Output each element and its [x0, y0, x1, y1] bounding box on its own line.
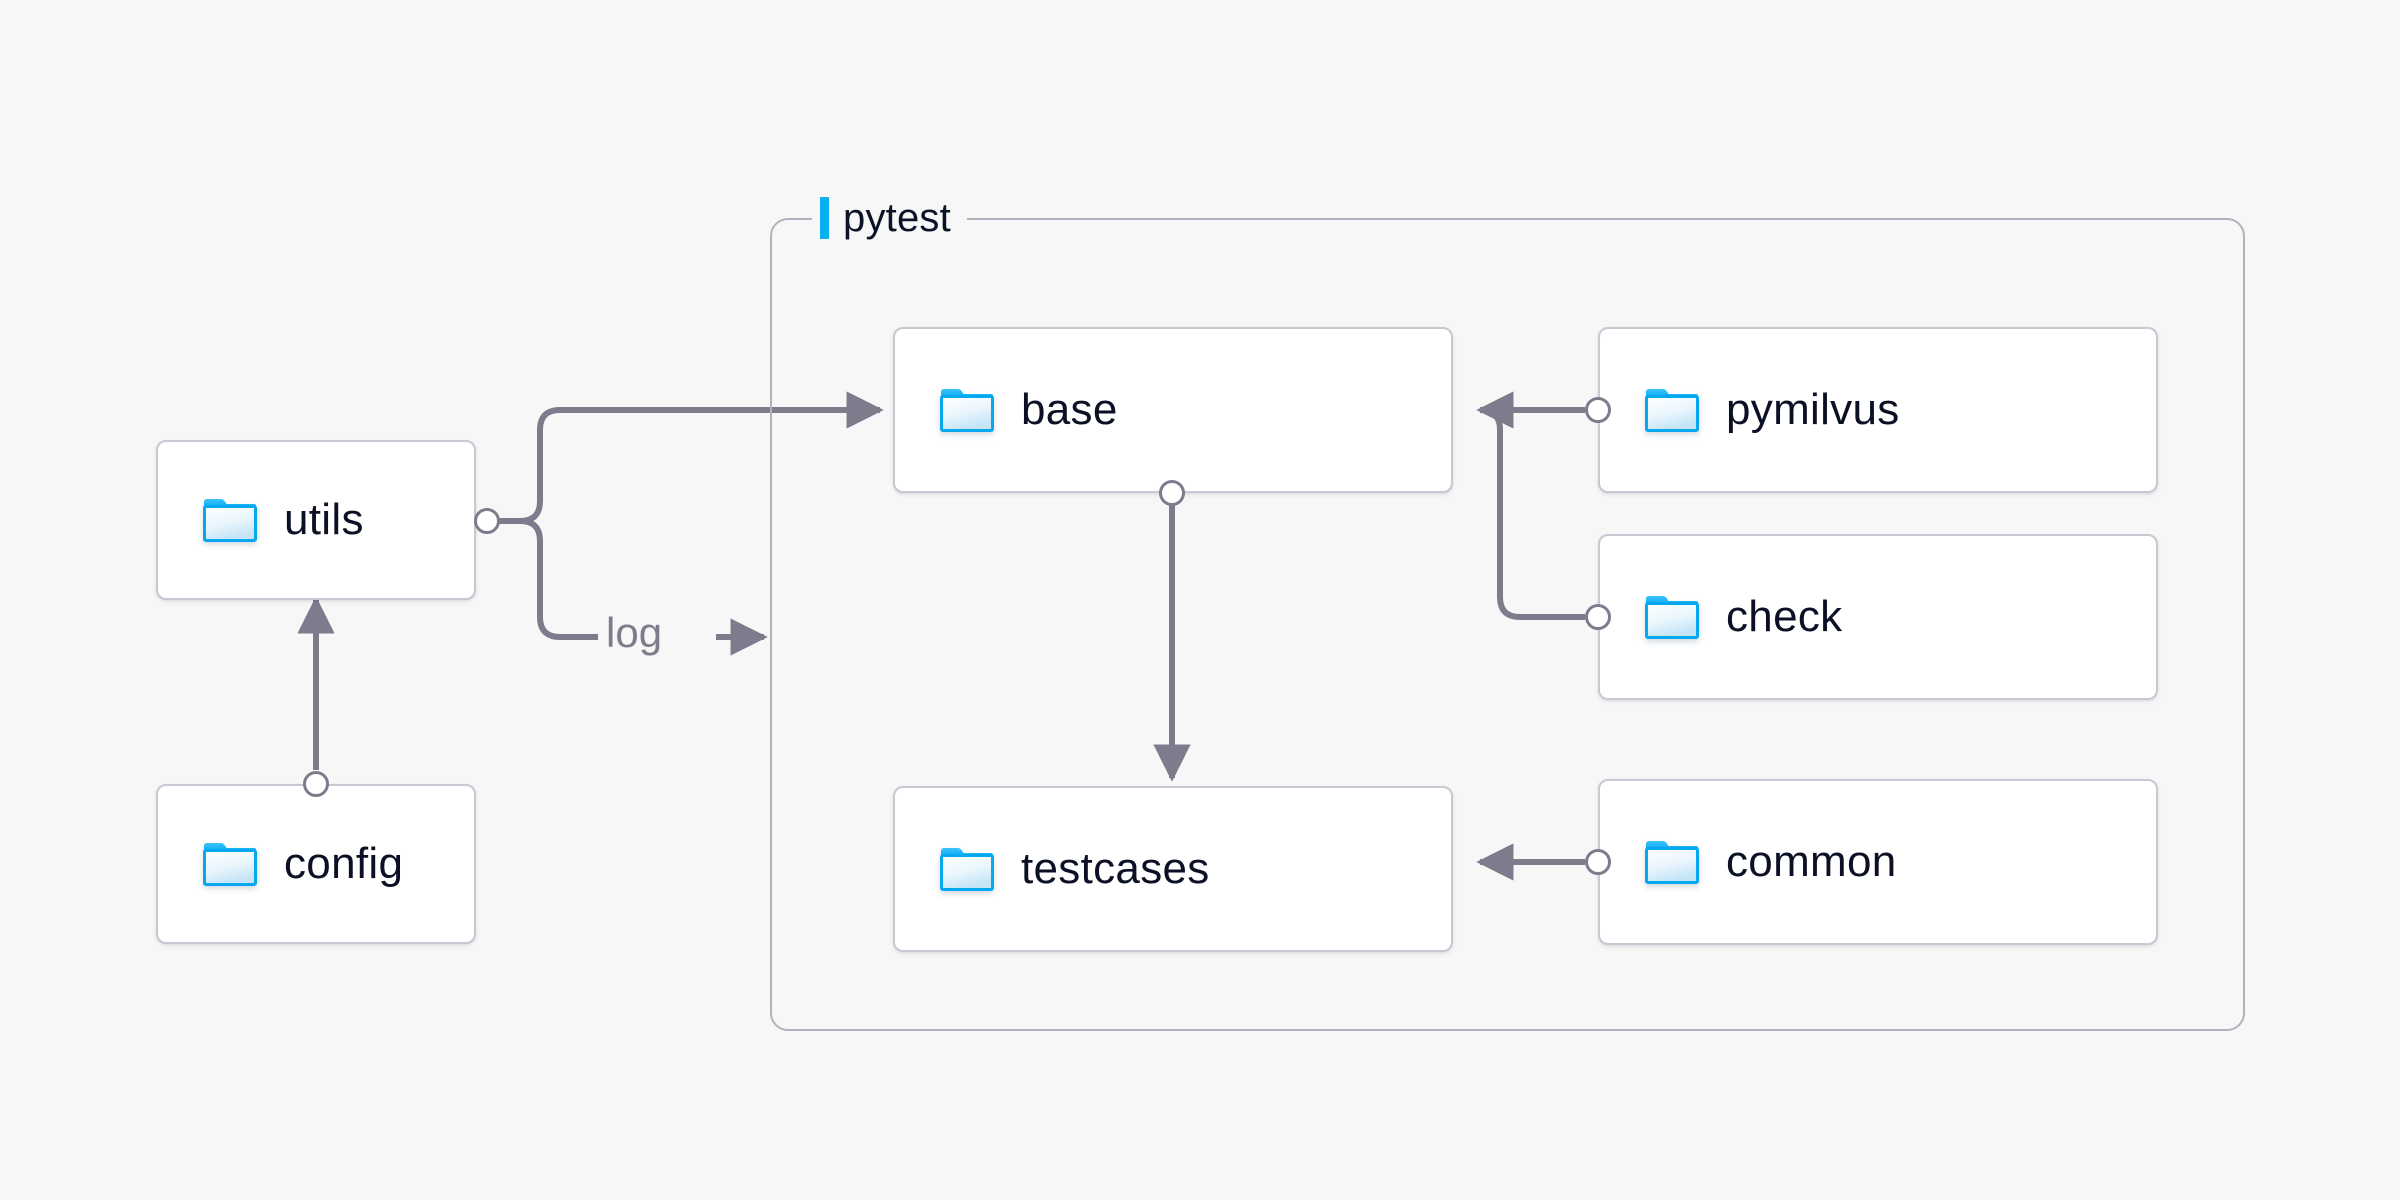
node-testcases[interactable]: testcases	[893, 786, 1453, 952]
folder-icon	[940, 848, 994, 891]
port-utils-right[interactable]	[474, 508, 500, 534]
node-common[interactable]: common	[1598, 779, 2158, 945]
node-common-content: common	[1644, 838, 1897, 886]
port-base-bottom[interactable]	[1159, 480, 1185, 506]
folder-icon	[1645, 596, 1699, 639]
node-config-label: config	[284, 839, 404, 888]
folder-icon	[1645, 389, 1699, 432]
node-config-content: config	[202, 840, 403, 888]
folder-icon	[940, 389, 994, 432]
node-utils-label: utils	[284, 495, 364, 544]
port-check-left[interactable]	[1585, 604, 1611, 630]
node-check[interactable]: check	[1598, 534, 2158, 700]
folder-icon	[203, 843, 257, 886]
port-config-top[interactable]	[303, 771, 329, 797]
folder-icon	[1645, 841, 1699, 884]
node-testcases-content: testcases	[939, 845, 1210, 893]
group-pytest[interactable]	[770, 218, 2245, 1031]
node-utils-content: utils	[202, 496, 364, 544]
port-pymilvus-left[interactable]	[1585, 397, 1611, 423]
port-common-left[interactable]	[1585, 849, 1611, 875]
node-base[interactable]: base	[893, 327, 1453, 493]
group-accent-bar	[820, 197, 829, 239]
node-base-content: base	[939, 386, 1118, 434]
node-pymilvus-content: pymilvus	[1644, 386, 1900, 434]
node-testcases-label: testcases	[1021, 844, 1210, 893]
edge-label-log: log	[606, 609, 663, 656]
node-pymilvus[interactable]: pymilvus	[1598, 327, 2158, 493]
node-check-label: check	[1726, 592, 1843, 641]
node-base-label: base	[1021, 385, 1118, 434]
group-pytest-label-text: pytest	[843, 195, 951, 240]
node-common-label: common	[1726, 837, 1897, 886]
node-utils[interactable]: utils	[156, 440, 476, 600]
node-config[interactable]: config	[156, 784, 476, 944]
group-pytest-label: pytest	[812, 195, 967, 241]
node-check-content: check	[1644, 593, 1842, 641]
folder-icon	[203, 499, 257, 542]
edge-utils-log	[487, 518, 598, 640]
node-pymilvus-label: pymilvus	[1726, 385, 1900, 434]
